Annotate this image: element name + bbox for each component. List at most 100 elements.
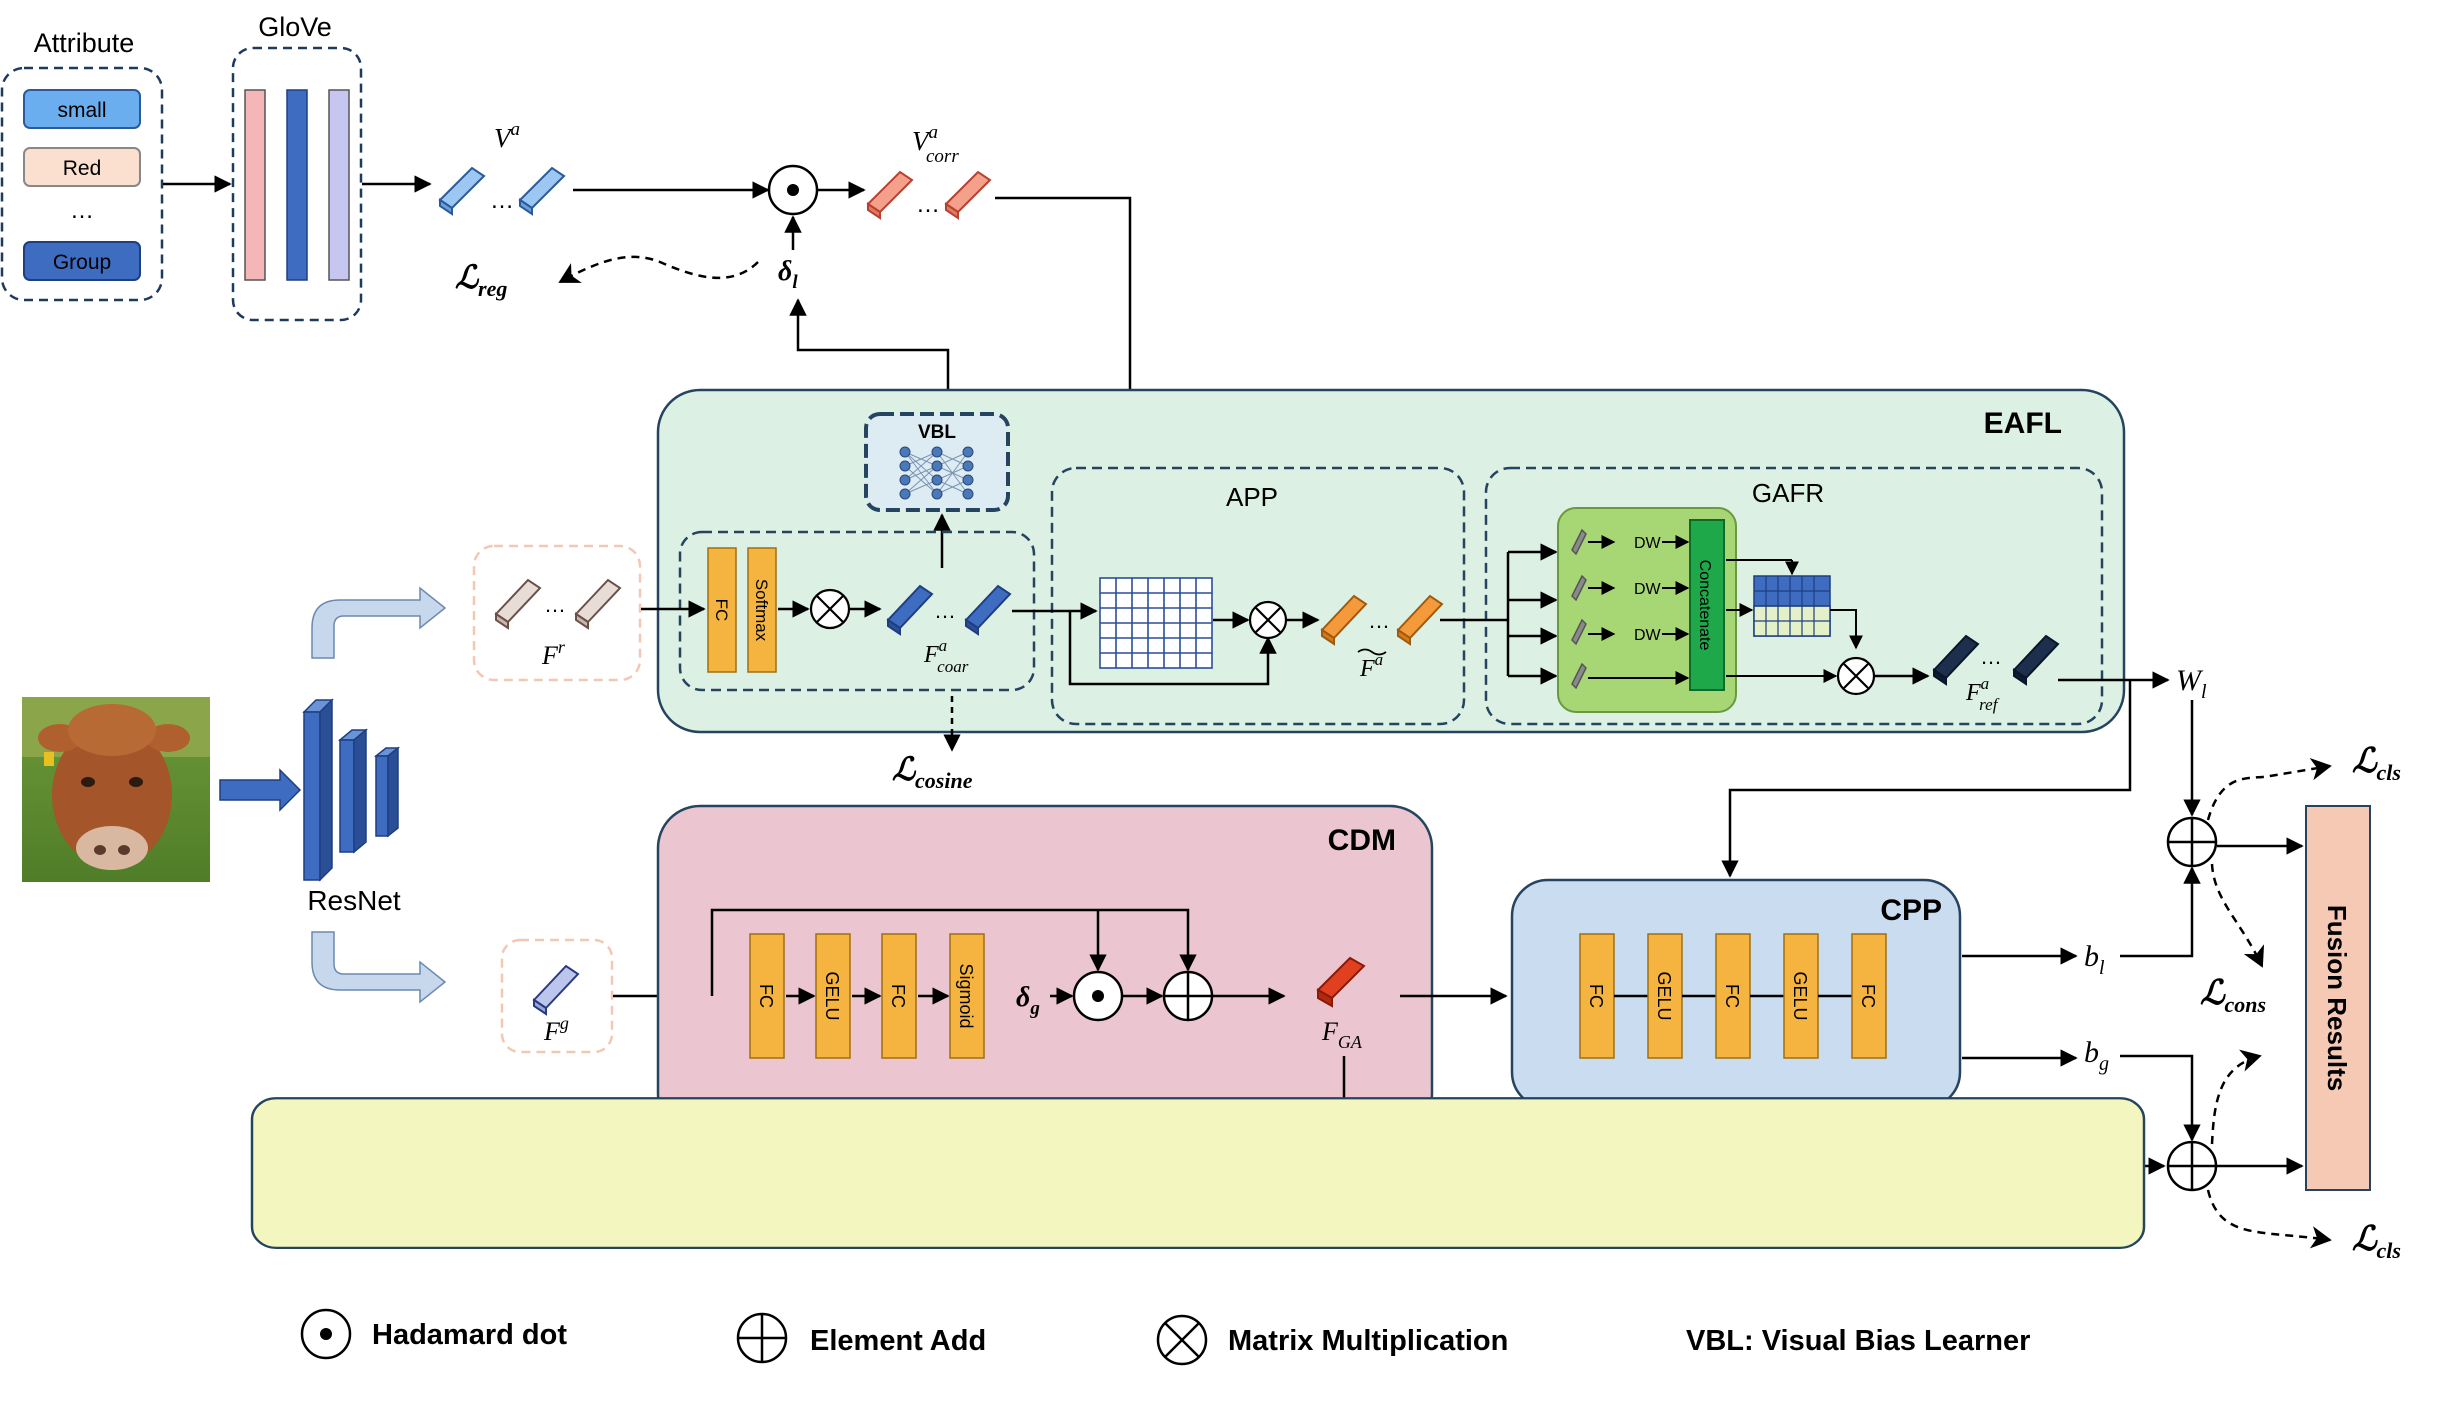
arrow-vbl-delta — [789, 298, 950, 412]
arrow-grid-matmul2 — [1830, 609, 1863, 650]
glove-bar-pink — [244, 89, 266, 281]
svg-text:FC: FC — [1586, 984, 1606, 1008]
lreg-label: ℒreg — [455, 259, 507, 301]
matmul-icon — [809, 588, 851, 630]
svg-text:FC: FC — [756, 984, 776, 1008]
fga-vector — [1316, 956, 1366, 1008]
concatenate-block — [1689, 519, 1725, 691]
attr-ellipsis: … — [70, 197, 94, 224]
tilde-mark — [1357, 648, 1387, 656]
legend-box — [250, 1097, 2146, 1249]
legend-hadamard: Hadamard dot — [372, 1319, 567, 1351]
arrow-bl-add — [2120, 866, 2201, 958]
glove-bar-lavender — [328, 89, 350, 281]
vbl-title: VBL — [918, 422, 956, 443]
app-box — [1050, 466, 1466, 726]
grid-matrix-icon — [1099, 577, 1213, 669]
bg-label: bg — [2084, 1036, 2109, 1075]
fg-label: Fg — [543, 1013, 569, 1046]
arrow-add-lcons-top — [2210, 863, 2265, 968]
svg-text:Softmax: Softmax — [752, 579, 771, 642]
svg-text:…: … — [490, 187, 514, 214]
fga-label: FGA — [1321, 1017, 1363, 1052]
eafl-fc-block — [707, 547, 737, 673]
svg-text:DW: DW — [1634, 627, 1662, 644]
attr-small-box — [23, 89, 141, 129]
svg-text:…: … — [1980, 644, 2002, 669]
glove-box — [231, 46, 363, 322]
matmul-icon — [1156, 1314, 1208, 1366]
attribute-title: Attribute — [34, 28, 135, 58]
arrow-eafl-cpp — [1721, 680, 2132, 878]
glove-group: GloVe — [231, 12, 363, 322]
eafl-softmax-block — [747, 547, 777, 673]
svg-text:Sigmoid: Sigmoid — [956, 963, 976, 1028]
hadamard-icon — [300, 1308, 352, 1360]
svg-text:FC: FC — [1858, 984, 1878, 1008]
lcls-top-label: ℒcls — [2352, 743, 2401, 785]
attribute-box — [0, 66, 164, 302]
glove-bar-blue — [286, 89, 308, 281]
svg-text:FC: FC — [888, 984, 908, 1008]
dw-blocks: DW DW DW — [1588, 535, 1690, 685]
add-icon — [2166, 816, 2218, 868]
matmul-icon — [1248, 600, 1288, 640]
attr-small-label: small — [57, 99, 106, 122]
resnet-blocks — [302, 698, 401, 882]
fcoar-vectors: … — [886, 584, 1012, 636]
va-vectors: … — [438, 166, 566, 216]
resnet-label: ResNet — [307, 885, 401, 916]
svg-text:FC: FC — [712, 599, 731, 622]
lcosine-label: ℒcosine — [892, 751, 973, 793]
cow-image — [22, 697, 210, 882]
svg-text:DW: DW — [1634, 535, 1662, 552]
delta-l-label: δl — [778, 256, 798, 293]
attr-group-label: Group — [53, 251, 111, 274]
legend-vbl: VBL: Visual Bias Learner — [1686, 1325, 2030, 1357]
arrow-residual-add — [710, 908, 1197, 996]
hadamard-icon — [1072, 970, 1124, 1022]
arrow-bypass-matmul — [1068, 611, 1277, 686]
arrow-resnet-fr — [311, 586, 447, 659]
cdm-title: CDM — [1328, 824, 1396, 857]
fg-box — [500, 938, 614, 1054]
svg-text:FC: FC — [1722, 984, 1742, 1008]
add-icon — [2166, 1140, 2218, 1192]
add-icon — [736, 1312, 788, 1364]
glove-title: GloVe — [258, 12, 332, 42]
ftilde-label: Fa — [1359, 650, 1383, 682]
svg-text:…: … — [934, 598, 956, 623]
attr-red-label: Red — [63, 157, 102, 180]
fr-label: Fr — [541, 637, 566, 670]
svg-text:GELU: GELU — [1790, 971, 1810, 1020]
fusion-results-box — [2305, 805, 2371, 1191]
svg-text:DW: DW — [1634, 581, 1662, 598]
attr-group-box — [23, 241, 141, 281]
gafr-box — [1484, 466, 2104, 726]
arrow-image-resnet — [219, 768, 302, 812]
gafr-features — [1571, 528, 1587, 690]
va-label: Va — [494, 119, 520, 153]
svg-text:GELU: GELU — [822, 971, 842, 1020]
delta-g-label: δg — [1016, 982, 1040, 1019]
svg-text:…: … — [1368, 608, 1390, 633]
fusion-results-label: Fusion Results — [2322, 905, 2352, 1091]
grid-matrix-icon — [1753, 575, 1831, 637]
attr-red-box — [23, 147, 141, 187]
cpp-blocks: FC GELU FC GELU FC — [1579, 933, 1887, 1059]
arrow-add-lcls-top — [2206, 757, 2332, 821]
fref-vectors: … — [1932, 634, 2060, 686]
arrow-resnet-fg — [311, 931, 447, 1004]
matmul-icon — [1836, 656, 1876, 696]
ftilde-vectors: … — [1320, 594, 1444, 646]
vcorr-vectors: … — [866, 170, 992, 220]
cpp-title: CPP — [1880, 894, 1942, 927]
legend-add: Element Add — [810, 1325, 986, 1357]
bl-label: bl — [2084, 940, 2105, 979]
fr-box — [472, 544, 642, 682]
add-icon — [1162, 970, 1214, 1022]
